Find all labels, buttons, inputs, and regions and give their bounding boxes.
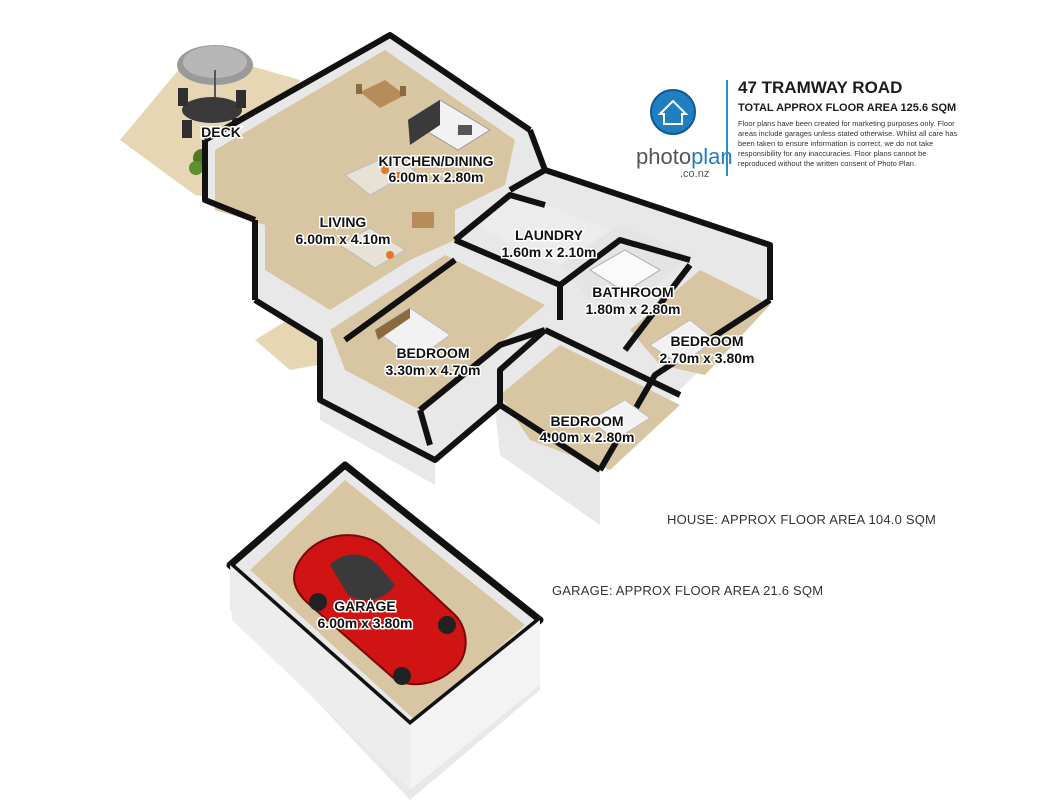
brand-name-part1: photo bbox=[636, 144, 692, 169]
garage-area-note: GARAGE: APPROX FLOOR AREA 21.6 SQM bbox=[552, 583, 824, 598]
label-bedroom2-name: BEDROOM bbox=[670, 333, 743, 349]
deck-area bbox=[120, 50, 300, 200]
label-garage-size: 6.00m x 3.80m bbox=[318, 615, 413, 631]
label-bedroom2-size: 2.70m x 3.80m bbox=[660, 350, 755, 366]
label-bathroom-size: 1.80m x 2.80m bbox=[586, 301, 681, 317]
garage-front-wall bbox=[230, 565, 410, 790]
garage-right-wall bbox=[410, 620, 540, 790]
label-bedroom3-size: 4.00m x 2.80m bbox=[540, 429, 635, 445]
label-bedroom1-name: BEDROOM bbox=[396, 345, 469, 361]
label-laundry-size: 1.60m x 2.10m bbox=[502, 244, 597, 260]
label-deck-name: DECK bbox=[201, 124, 241, 140]
sofa-icon bbox=[339, 154, 434, 269]
label-living-size: 6.00m x 4.10m bbox=[296, 231, 391, 247]
bathtub-icon bbox=[589, 249, 661, 293]
car-icon bbox=[293, 534, 467, 686]
brand-name-part2: plan bbox=[691, 144, 733, 169]
disclaimer-text: Floor plans have been created for market… bbox=[738, 119, 958, 168]
dining-table-icon bbox=[356, 80, 406, 108]
brand-wordmark: photoplan bbox=[636, 144, 733, 170]
label-kitchen-size: 6.00m x 2.80m bbox=[389, 169, 484, 185]
label-bedroom1-size: 3.30m x 4.70m bbox=[386, 362, 481, 378]
house-area-note: HOUSE: APPROX FLOOR AREA 104.0 SQM bbox=[667, 512, 937, 527]
label-garage-name: GARAGE bbox=[334, 598, 395, 614]
label-kitchen-name: KITCHEN/DINING bbox=[378, 153, 493, 169]
page-title: 47 TRAMWAY ROAD bbox=[738, 78, 903, 97]
label-bedroom3-name: BEDROOM bbox=[550, 413, 623, 429]
kitchen-floor bbox=[290, 55, 510, 200]
photoplan-logo-icon bbox=[650, 89, 696, 135]
label-bathroom-name: BATHROOM bbox=[592, 284, 673, 300]
bed-icon bbox=[374, 307, 716, 441]
header-divider bbox=[726, 80, 728, 176]
kitchen-counter-icon bbox=[407, 99, 491, 151]
brand-domain: .co.nz bbox=[680, 168, 710, 180]
total-floor-area: TOTAL APPROX FLOOR AREA 125.6 SQM bbox=[738, 102, 957, 114]
label-laundry-name: LAUNDRY bbox=[515, 227, 584, 243]
laundry-floor bbox=[470, 195, 610, 265]
label-living-name: LIVING bbox=[320, 214, 367, 230]
bedroom3-floor bbox=[500, 345, 680, 470]
